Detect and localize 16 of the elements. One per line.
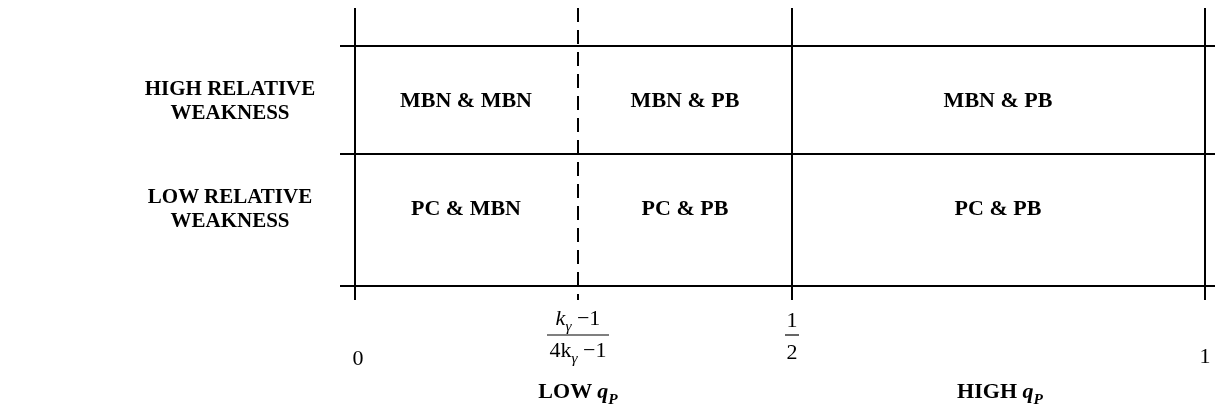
table-cell: MBN & PB (943, 87, 1053, 113)
row-header: HIGH RELATIVE WEAKNESS (143, 75, 317, 125)
tick-label: 1 (1199, 343, 1211, 369)
row-header: LOW RELATIVE WEAKNESS (146, 183, 314, 233)
tick-label: 0 (352, 345, 364, 371)
table-cell: PC & PB (641, 195, 729, 221)
table-cell: MBN & PB (630, 87, 740, 113)
fraction-denominator: 2 (786, 339, 798, 365)
axis-label: LOW q$_{P}$ (538, 378, 618, 408)
axis-label: HIGH q$_{P}$ (957, 378, 1043, 408)
table-cell: MBN & MBN (400, 87, 532, 113)
fraction-numerator: k$_{γ}$ −1 (555, 305, 601, 335)
table-cell: PC & PB (954, 195, 1042, 221)
table-cell: PC & MBN (411, 195, 521, 221)
fraction-denominator: 4k$_{γ}$ −1 (549, 337, 607, 367)
fraction-numerator: 1 (786, 307, 798, 333)
